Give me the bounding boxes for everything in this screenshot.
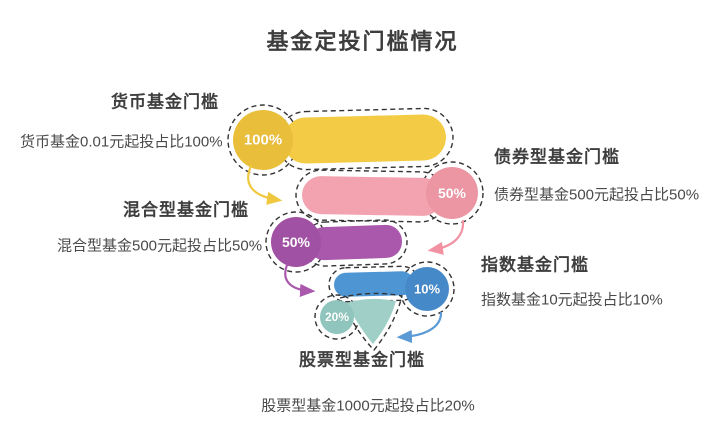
blob-bond-fund — [426, 167, 478, 219]
desc-mixed-fund: 混合型基金500元起投占比50% — [57, 237, 263, 255]
funnel-tip-stock-fund — [346, 298, 396, 344]
pct-mixed-fund: 50% — [281, 234, 311, 250]
chart-title: 基金定投门槛情况 — [266, 29, 459, 54]
stage-stock-fund — [314, 292, 403, 352]
desc-index-fund: 指数基金10元起投占比10% — [481, 291, 663, 309]
heading-money-fund: 货币基金门槛 — [111, 92, 219, 112]
arrow-pink-to-purple — [427, 219, 465, 255]
desc-stock-fund: 股票型基金1000元起投占比20% — [261, 397, 475, 415]
heading-index-fund: 指数基金门槛 — [481, 255, 589, 275]
desc-money-fund: 货币基金0.01元起投占比100% — [20, 133, 223, 151]
pct-index-fund: 10% — [413, 281, 441, 297]
arrow-purple-to-blue — [284, 263, 316, 298]
heading-stock-fund: 股票型基金门槛 — [299, 350, 425, 370]
arrow-yellow-to-pink — [247, 164, 283, 205]
bar-bond-fund — [302, 176, 442, 216]
blob-money-fund — [233, 110, 293, 170]
blob-index-fund — [405, 267, 449, 311]
pct-money-fund: 100% — [243, 131, 283, 149]
heading-bond-fund: 债券型基金门槛 — [494, 147, 620, 167]
stage-money-fund — [227, 104, 454, 176]
pct-stock-fund: 20% — [324, 310, 350, 324]
bar-money-fund — [283, 114, 446, 164]
heading-mixed-fund: 混合型基金门槛 — [123, 200, 249, 220]
blob-stock-fund — [320, 300, 354, 334]
desc-bond-fund: 债券型基金500元起投占比50% — [494, 186, 700, 204]
pct-bond-fund: 50% — [437, 185, 467, 201]
stage-bond-fund — [295, 161, 484, 225]
stage-mixed-fund — [265, 211, 408, 273]
blob-mixed-fund — [271, 217, 321, 267]
bar-mixed-fund — [308, 224, 403, 261]
arrow-blue-to-teal — [396, 311, 443, 344]
stage-index-fund — [328, 261, 455, 317]
bar-index-fund — [334, 271, 414, 297]
